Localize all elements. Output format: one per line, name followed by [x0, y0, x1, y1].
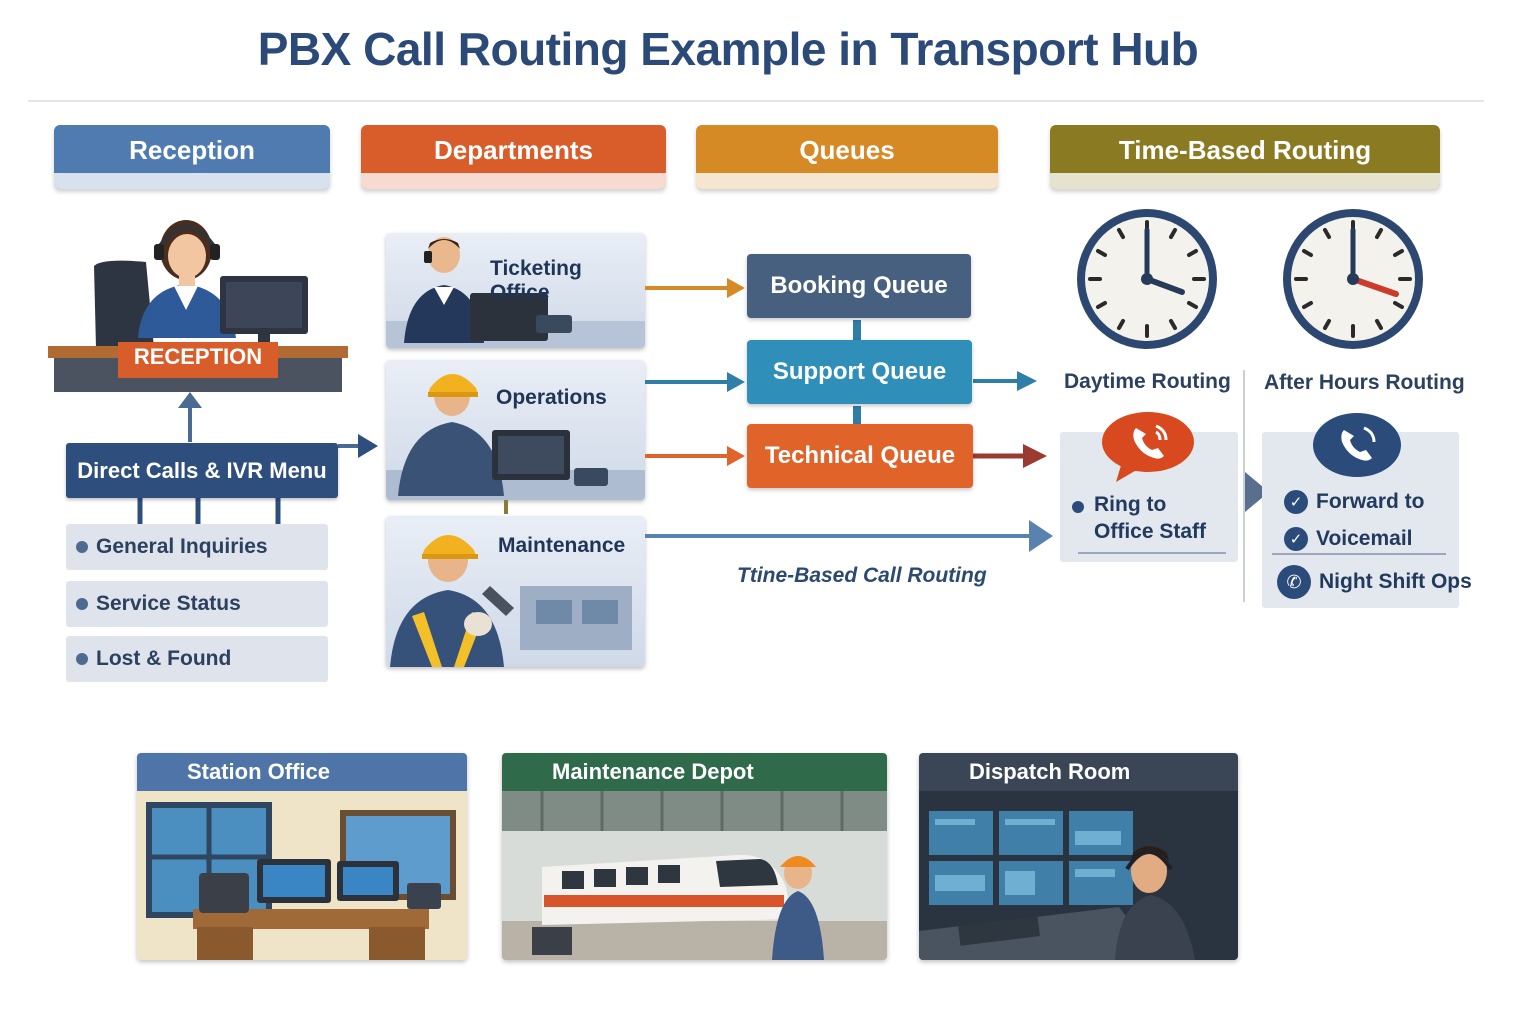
- daytime-option-ring-to-office-staff: Ring to Office Staff: [1094, 493, 1207, 543]
- ticketing-agent-illustration: [386, 237, 645, 348]
- check-circle-icon: ✓: [1284, 490, 1308, 514]
- maintenance-depot-illustration: [502, 791, 887, 960]
- maintenance-worker-illustration: [390, 535, 632, 667]
- chevron-right-icon: [1245, 472, 1269, 512]
- flow-arrows: [645, 278, 1053, 552]
- underline-divider: [1272, 553, 1446, 555]
- reception-desk-sign: RECEPTION: [133, 344, 263, 369]
- queue-booking: Booking Queue: [747, 254, 971, 318]
- location-tile-station-office: Station Office: [137, 753, 467, 960]
- location-label-maintenance-depot: Maintenance Depot: [502, 753, 887, 791]
- after-hours-option-forward-to: ✓ Forward to: [1284, 490, 1425, 514]
- reception-desk-illustration: [48, 220, 348, 392]
- column-header-departments: Departments: [361, 125, 666, 189]
- department-label-operations: Operations: [496, 386, 607, 409]
- after-hours-option-night-shift-ops: ✆ Night Shift Ops: [1277, 565, 1472, 599]
- page-title: PBX Call Routing Example in Transport Hu…: [257, 23, 1199, 75]
- location-label-dispatch-room: Dispatch Room: [919, 753, 1238, 791]
- queue-support: Support Queue: [747, 340, 972, 404]
- bullet-icon: [1072, 501, 1084, 513]
- dispatch-room-illustration: [919, 791, 1238, 960]
- ivr-menu-box: Direct Calls & IVR Menu: [66, 443, 338, 498]
- department-connector: [504, 500, 508, 514]
- daytime-routing-label: Daytime Routing: [1064, 370, 1231, 393]
- location-tile-maintenance-depot: Maintenance Depot: [502, 753, 887, 960]
- check-circle-icon: ✓: [1284, 527, 1308, 551]
- location-label-station-office: Station Office: [137, 753, 467, 791]
- department-tile-maintenance: Maintenance: [386, 516, 645, 667]
- column-header-time-based-routing: Time-Based Routing: [1050, 125, 1440, 189]
- clock-icon-daytime: [1077, 209, 1217, 349]
- phone-icon-daytime: [1102, 412, 1194, 482]
- ivr-option-service-status: Service Status: [66, 581, 328, 627]
- ivr-connectors: [137, 392, 378, 524]
- title-divider: [28, 100, 1484, 102]
- department-label-maintenance: Maintenance: [498, 534, 626, 557]
- queue-technical: Technical Queue: [747, 424, 973, 488]
- ivr-option-general-inquiries: General Inquiries: [66, 524, 328, 570]
- column-header-reception: Reception: [54, 125, 330, 189]
- department-tile-ticketing-office: Ticketing Office: [386, 233, 645, 348]
- department-tile-operations: Operations: [386, 360, 645, 500]
- operations-agent-illustration: [386, 374, 645, 500]
- station-office-illustration: [137, 791, 467, 960]
- location-tile-dispatch-room: Dispatch Room: [919, 753, 1238, 960]
- phone-icon-after-hours: [1313, 413, 1401, 477]
- routing-divider: [1243, 370, 1245, 602]
- clock-icon-after-hours: [1283, 209, 1423, 349]
- after-hours-option-voicemail: ✓ Voicemail: [1284, 527, 1413, 551]
- column-header-queues: Queues: [696, 125, 998, 189]
- department-label-ticketing-office: Ticketing Office: [490, 257, 582, 304]
- underline-divider: [1078, 552, 1226, 554]
- flow-label: Ttine-Based Call Routing: [737, 564, 987, 587]
- after-hours-routing-label: After Hours Routing: [1264, 371, 1465, 394]
- phone-slash-icon: ✆: [1277, 565, 1311, 599]
- ivr-option-lost-found: Lost & Found: [66, 636, 328, 682]
